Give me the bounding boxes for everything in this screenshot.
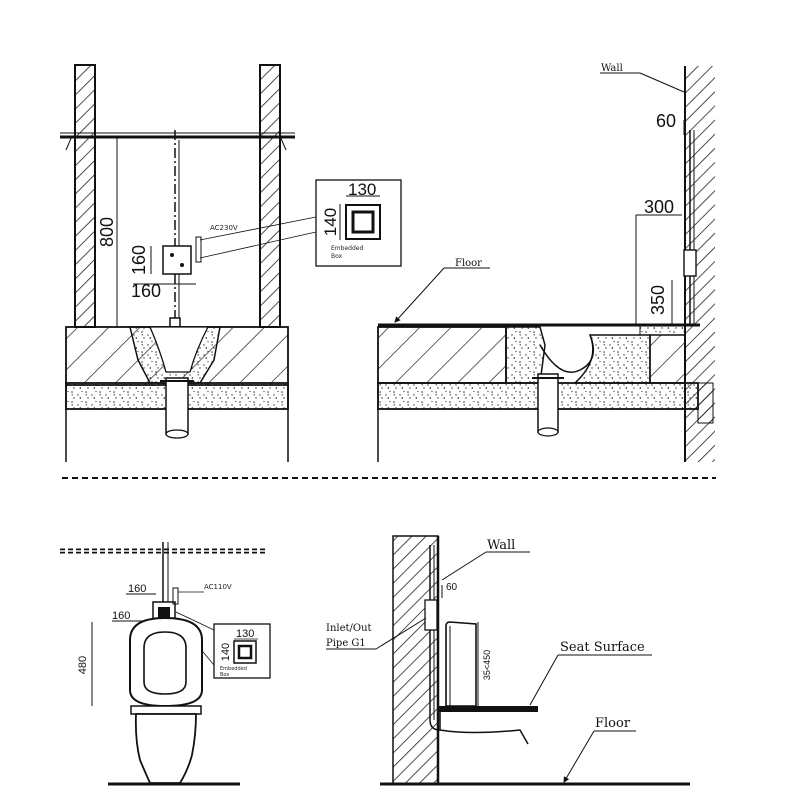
dim-300: 300 bbox=[644, 197, 674, 217]
inset-b-caption-2: Box bbox=[220, 672, 229, 678]
dim-160-vertical: 160 bbox=[129, 245, 149, 275]
bottom-right-side-view: Wall 60 Inlet/Out Pipe G1 35<450 Seat Su… bbox=[326, 535, 690, 786]
top-right-side-section: Wall 60 300 350 Floor bbox=[377, 63, 715, 462]
inset-caption-1: Embedded bbox=[331, 245, 363, 252]
dim-160-b: 160 bbox=[112, 610, 130, 622]
tank-profile bbox=[445, 621, 477, 707]
top-left-inset: 130 140 Embedded Box bbox=[315, 179, 402, 267]
toilet-pedestal bbox=[134, 713, 197, 784]
left-wall bbox=[74, 64, 96, 328]
label-ac230v: AC230V bbox=[210, 224, 238, 232]
dim-160-horizontal: 160 bbox=[131, 281, 161, 301]
inset-dim-140: 140 bbox=[321, 208, 340, 236]
inset-b-dim-130: 130 bbox=[236, 628, 254, 640]
dim-350: 350 bbox=[648, 285, 668, 315]
inlet-label-2: Pipe G1 bbox=[326, 638, 366, 649]
right-wall bbox=[259, 64, 281, 328]
floor-label-top: Floor bbox=[455, 258, 482, 269]
dim-60-top: 60 bbox=[656, 111, 676, 131]
inset-b-caption-1: Embedded bbox=[220, 666, 247, 672]
seat-surface bbox=[438, 706, 538, 712]
wall-label-top: Wall bbox=[601, 63, 623, 74]
inlet-label-1: Inlet/Out bbox=[326, 623, 372, 634]
inset-dim-130: 130 bbox=[348, 180, 376, 199]
floor-label-bottom: Floor bbox=[595, 716, 631, 731]
inset-b-dim-140: 140 bbox=[220, 643, 232, 661]
wall-label-bottom: Wall bbox=[487, 538, 515, 553]
dim-60-bottom: 60 bbox=[446, 582, 458, 593]
dim-800: 800 bbox=[97, 217, 117, 247]
seat-surface-label: Seat Surface bbox=[560, 640, 645, 655]
dim-480: 480 bbox=[77, 656, 89, 674]
wall-section bbox=[392, 535, 439, 785]
inset-caption-2: Box bbox=[331, 253, 343, 260]
dim-range: 35<450 bbox=[482, 650, 492, 680]
embedded-box bbox=[162, 245, 192, 275]
dim-160-a: 160 bbox=[128, 583, 146, 595]
bottom-left-front-view: 160 160 AC110V 480 bbox=[60, 542, 268, 786]
top-left-front-section: 800 AC230V 160 160 bbox=[60, 64, 317, 462]
label-ac110v: AC110V bbox=[204, 583, 232, 591]
bottom-left-inset: 130 140 Embedded Box bbox=[213, 623, 271, 679]
